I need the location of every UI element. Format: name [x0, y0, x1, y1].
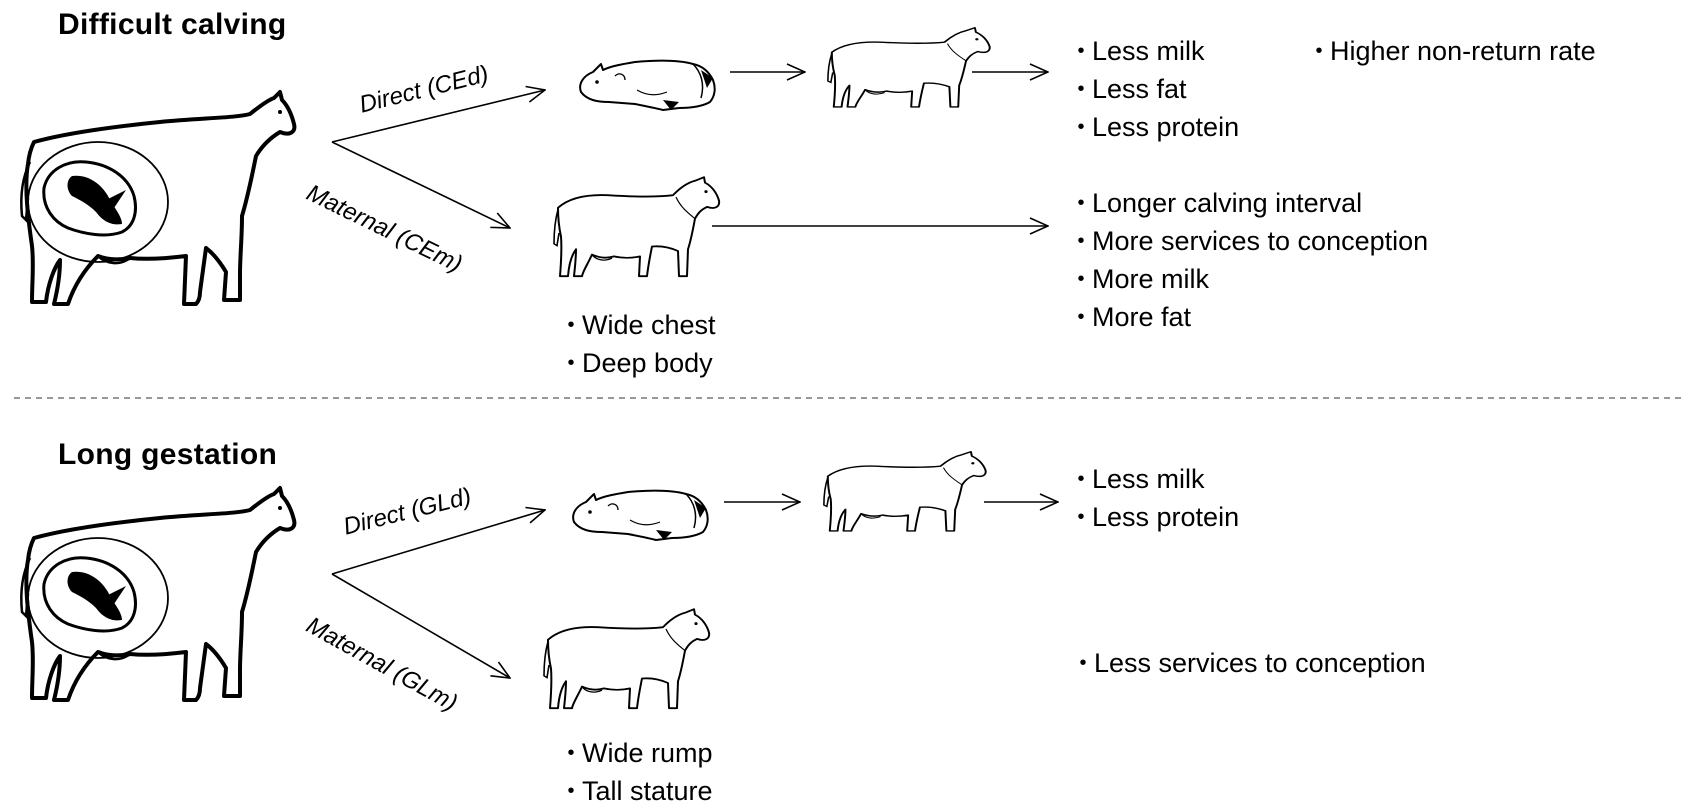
lying-calf-icon: [580, 61, 715, 110]
cow-outline-icon: [554, 177, 719, 276]
list-item: Less milk: [1070, 460, 1239, 498]
section-title-difficult-calving: Difficult calving: [58, 8, 286, 42]
list-item: Less protein: [1070, 498, 1239, 536]
list-item: Longer calving interval: [1070, 184, 1428, 222]
pregnant-cow-icon: [21, 488, 294, 700]
direct-outcomes-extra-list: Higher non-return rate: [1308, 32, 1596, 70]
lying-calf-icon: [573, 491, 708, 540]
cow-outline-icon: [824, 452, 986, 531]
maternal-outcomes-list: Less services to conception: [1072, 644, 1426, 682]
list-item: Deep body: [560, 344, 716, 382]
list-item: More services to conception: [1070, 222, 1428, 260]
list-item: Less milk: [1070, 32, 1239, 70]
maternal-outcomes-list: Longer calving interval More services to…: [1070, 184, 1428, 336]
cow-outline-icon: [544, 609, 709, 708]
list-item: Wide rump: [560, 734, 713, 772]
list-item: More milk: [1070, 260, 1428, 298]
maternal-traits-list: Wide rump Tall stature: [560, 734, 713, 810]
list-item: Higher non-return rate: [1308, 32, 1596, 70]
cow-outline-icon: [828, 28, 990, 107]
list-item: Less protein: [1070, 108, 1239, 146]
pregnant-cow-icon: [21, 92, 294, 304]
list-item: More fat: [1070, 298, 1428, 336]
list-item: Less fat: [1070, 70, 1239, 108]
list-item: Tall stature: [560, 772, 713, 810]
section-title-long-gestation: Long gestation: [58, 438, 277, 472]
direct-outcomes-list: Less milk Less protein: [1070, 460, 1239, 536]
list-item: Less services to conception: [1072, 644, 1426, 682]
list-item: Wide chest: [560, 306, 716, 344]
maternal-traits-list: Wide chest Deep body: [560, 306, 716, 382]
direct-outcomes-list: Less milk Less fat Less protein: [1070, 32, 1239, 146]
